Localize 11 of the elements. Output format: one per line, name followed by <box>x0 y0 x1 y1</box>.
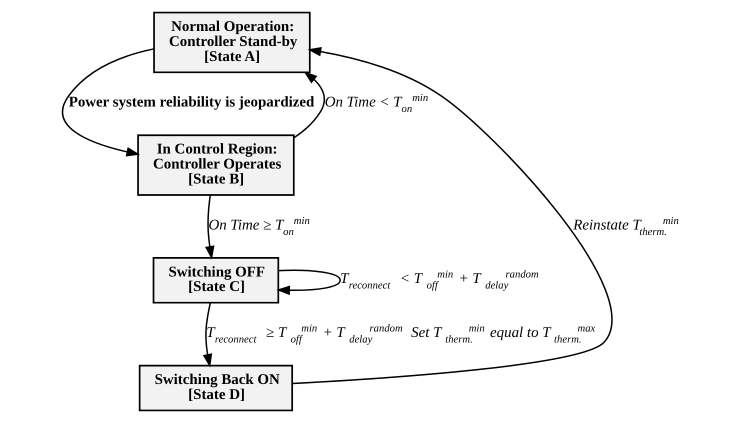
node-box: Switching Back ON [State D] <box>138 364 294 412</box>
arrow <box>276 270 341 296</box>
node-box: Normal Operation: Controller Stand-by [State A] <box>153 12 311 74</box>
arrow <box>202 302 212 368</box>
arrow <box>62 48 154 156</box>
arrow <box>205 194 214 260</box>
node-box: Switching OFF [State C] <box>152 257 280 304</box>
arrow <box>292 46 612 384</box>
arrow <box>294 71 326 138</box>
edge-label: Power system reliability is jeopardized <box>68 94 314 111</box>
node-box: In Control Region: Controller Operates [State B] <box>137 134 295 196</box>
